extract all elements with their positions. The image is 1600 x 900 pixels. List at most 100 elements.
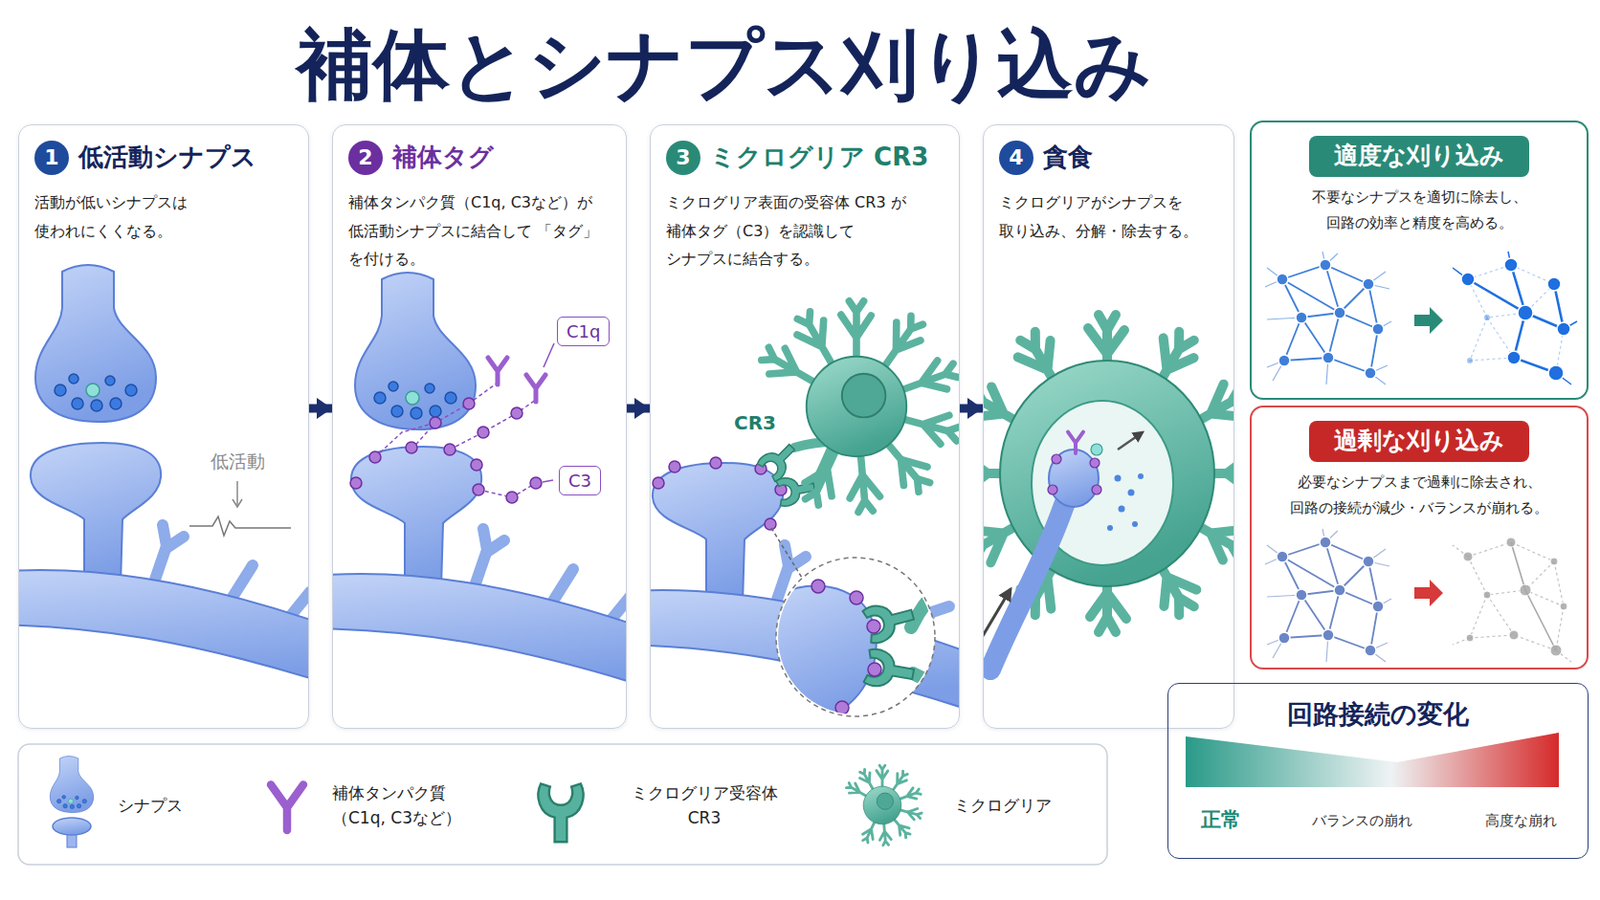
phagocytosis — [1047, 485, 1058, 495]
phagocytosis — [990, 505, 1065, 670]
outcome-heading: 過剰な刈り込み — [1309, 421, 1530, 463]
microglia-binding — [755, 437, 802, 484]
complement-tagged-synapse — [542, 343, 555, 483]
complement-tagged-synapse — [542, 480, 554, 483]
complement-tagged-synapse — [332, 272, 627, 694]
step-number: 3 — [666, 140, 701, 176]
phagocytosis — [1107, 525, 1113, 532]
body-text: ミクログリアがシナプスを 取り込み、分解・除去する。 — [999, 188, 1219, 245]
low-activity-signal — [189, 516, 291, 536]
legend-text: ミクログリア受容体 CR3 — [631, 783, 778, 828]
complement-tagged-synapse — [411, 382, 498, 450]
network-excessive — [1265, 529, 1392, 663]
body-text: 活動が低いシナプスは 使われにくくなる。 — [34, 188, 293, 245]
phagocytosis — [1137, 473, 1144, 480]
scale-label: 正常 — [1200, 808, 1242, 833]
page-title: 補体とシナプス刈り込み — [296, 22, 1153, 108]
step-number: 1 — [34, 140, 69, 176]
receptor-label: CR3 — [733, 411, 777, 435]
legend-icons — [49, 756, 923, 848]
complement-tagged-synapse — [449, 400, 536, 450]
legend-icons — [844, 765, 923, 846]
network-moderate — [1265, 251, 1578, 385]
network-excessive — [1452, 537, 1572, 663]
legend-item: 補体タンパク質 （C1q, C3など） — [332, 780, 476, 832]
microglia-binding — [911, 583, 943, 685]
complement-tagged-synapse — [369, 451, 381, 464]
outcome-heading: 適度な刈り込み — [1309, 135, 1530, 178]
complement-tagged-synapse — [470, 459, 483, 471]
microglia-binding — [710, 457, 722, 469]
legend-text: ミクログリア — [954, 796, 1052, 816]
step-panel: 2 補体タグ補体タンパク質（C1q, C3など）が 低活動シナプスに結合して 「タ… — [332, 124, 627, 730]
complement-tagged-synapse — [429, 417, 442, 429]
outcome-panel: 過剰な刈り込み必要なシナプスまで過剰に除去され、 回路の接続が減少・バランスが崩… — [1249, 405, 1589, 670]
body-text: 不要なシナプスを適切に除去し、 回路の効率と精度を高める。 — [1265, 184, 1574, 237]
low-activity-signal — [232, 499, 243, 508]
phagocytosis — [1000, 360, 1215, 587]
complement-tagged-synapse — [350, 398, 542, 504]
microglia-binding — [867, 663, 882, 677]
complement-tagged-synapse — [350, 477, 362, 489]
complement-tagged-synapse — [526, 375, 546, 402]
legend-icons — [49, 756, 93, 814]
callout-tag: C3 — [558, 466, 601, 496]
callout-label: C3 — [568, 468, 592, 493]
network-moderate — [1414, 307, 1444, 334]
low-activity-synapse — [18, 265, 310, 690]
complement-tagged-synapse — [530, 477, 542, 489]
scale-label: バランスの崩れ — [1311, 812, 1413, 830]
complement-tagged-synapse — [332, 446, 627, 694]
complement-tagged-synapse — [375, 422, 436, 458]
body-text: 補体タンパク質（C1q, C3など）が 低活動シナプスに結合して 「タグ」を付け… — [348, 188, 611, 274]
microglia-binding — [811, 579, 882, 715]
legend-item: シナプス — [117, 793, 183, 819]
low-activity-synapse — [18, 443, 310, 690]
phagocytosis — [1107, 473, 1144, 532]
flow-arrow — [626, 404, 650, 414]
complement-tagged-synapse — [506, 491, 518, 504]
flow-arrow — [309, 404, 333, 414]
complement-tagged-synapse — [405, 442, 418, 454]
phagocytosis — [1091, 485, 1102, 495]
network-moderate — [1452, 251, 1578, 385]
complement-tagged-synapse — [488, 357, 508, 385]
body-text: ミクログリア表面の受容体 CR3 が 補体タグ（C3）を認識して シナプスに結合… — [666, 188, 944, 274]
legend-text: 補体タンパク質 （C1q, C3など） — [332, 783, 462, 828]
gauge-bar — [1185, 733, 1559, 788]
phagocytosis — [1090, 444, 1103, 456]
phagocytosis — [1048, 449, 1099, 508]
phagocytosis — [1132, 521, 1138, 528]
complement-tagged-synapse — [472, 484, 485, 496]
phagocytosis — [1114, 475, 1122, 483]
microglia-binding — [649, 301, 960, 728]
gauge-bar — [1185, 733, 1559, 788]
microglia-binding — [866, 620, 881, 634]
step-heading: 補体タグ — [392, 141, 494, 175]
callout-label: C1q — [566, 319, 600, 344]
step-panel: 1低活動シナプス活動が低いシナプスは 使われにくくなる。 — [18, 124, 310, 730]
complement-tagged-synapse — [463, 398, 475, 410]
network-moderate — [1265, 251, 1392, 385]
phagocytosis — [1067, 432, 1084, 454]
microglia-binding — [771, 528, 802, 578]
step-number: 2 — [348, 140, 383, 176]
microglia-binding — [756, 301, 960, 513]
step-heading: ミクログリア CR3 — [710, 141, 929, 175]
low-activity-signal — [189, 481, 291, 536]
body-text: 必要なシナプスまで過剰に除去され、 回路の接続が減少・バランスが崩れる。 — [1265, 469, 1574, 522]
complement-tagged-synapse — [375, 382, 536, 498]
phagocytosis — [1118, 506, 1126, 513]
scale-label: 高度な崩れ — [1485, 812, 1557, 830]
phagocytosis — [1047, 454, 1102, 495]
step-heading: 貪食 — [1043, 141, 1093, 175]
complement-tagged-synapse — [543, 343, 555, 368]
connectors — [309, 408, 983, 410]
phagocytosis — [982, 589, 1011, 661]
legend-frame — [18, 744, 1108, 866]
